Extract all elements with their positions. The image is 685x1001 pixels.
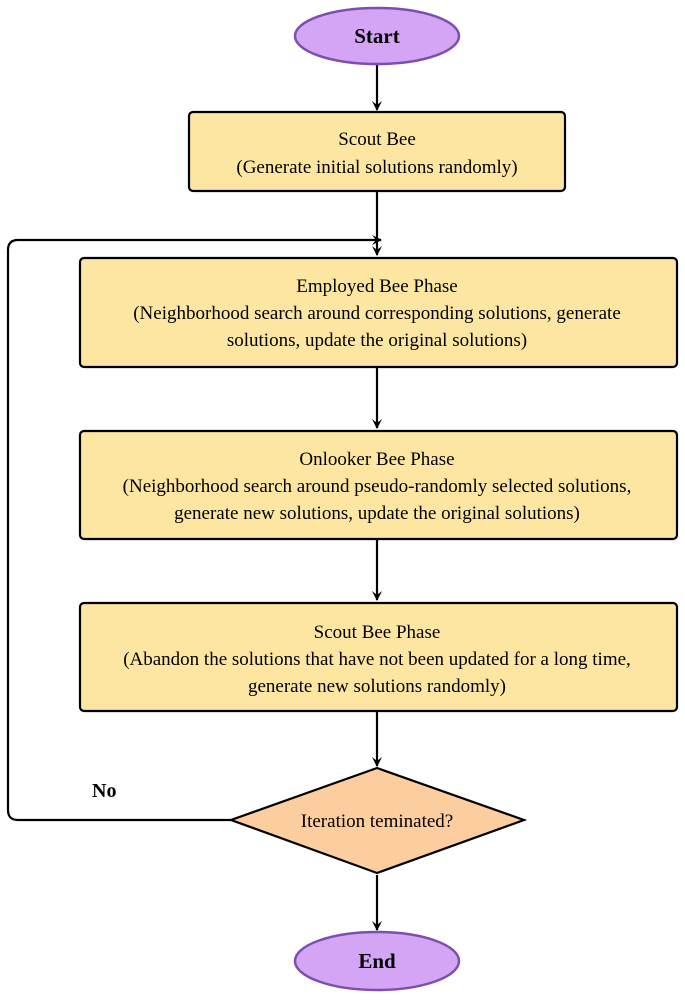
end-label: End xyxy=(358,949,396,973)
employed-title: Employed Bee Phase xyxy=(296,276,457,297)
onlooker-title: Onlooker Bee Phase xyxy=(299,449,454,470)
start-node: Start xyxy=(293,6,461,66)
scout-phase-node: Scout Bee Phase (Abandon the solutions t… xyxy=(78,601,679,713)
onlooker-box xyxy=(78,429,679,541)
decision-node: Iteration teminated? xyxy=(227,766,528,875)
scout-init-box xyxy=(187,110,567,193)
onlooker-node: Onlooker Bee Phase (Neighborhood search … xyxy=(78,429,679,541)
onlooker-desc-line-1: (Neighborhood search around pseudo-rando… xyxy=(123,476,632,497)
end-node: End xyxy=(293,930,461,992)
scout-init-node: Scout Bee (Generate initial solutions ra… xyxy=(187,110,567,193)
onlooker-desc-line-2: generate new solutions, update the origi… xyxy=(174,503,580,524)
end-ellipse xyxy=(293,930,461,992)
decision-label: Iteration teminated? xyxy=(301,811,453,832)
scout-phase-box xyxy=(78,601,679,713)
edge-loop-back xyxy=(6,235,382,822)
loop-no-label: No xyxy=(92,780,116,802)
start-label: Start xyxy=(354,24,400,48)
employed-desc-line-1: (Neighborhood search around correspondin… xyxy=(133,303,621,324)
scout-phase-desc-line-1: (Abandon the solutions that have not bee… xyxy=(123,649,631,670)
employed-desc-line-2: solutions, update the original solutions… xyxy=(227,330,527,351)
start-ellipse xyxy=(293,6,461,66)
scout-init-title: Scout Bee xyxy=(338,129,416,150)
scout-init-desc: (Generate initial solutions randomly) xyxy=(236,157,517,178)
employed-box xyxy=(78,256,679,369)
scout-phase-title: Scout Bee Phase xyxy=(314,622,441,643)
decision-diamond xyxy=(227,766,528,875)
employed-node: Employed Bee Phase (Neighborhood search … xyxy=(78,256,679,369)
scout-phase-desc-line-2: generate new solutions randomly) xyxy=(248,676,506,697)
